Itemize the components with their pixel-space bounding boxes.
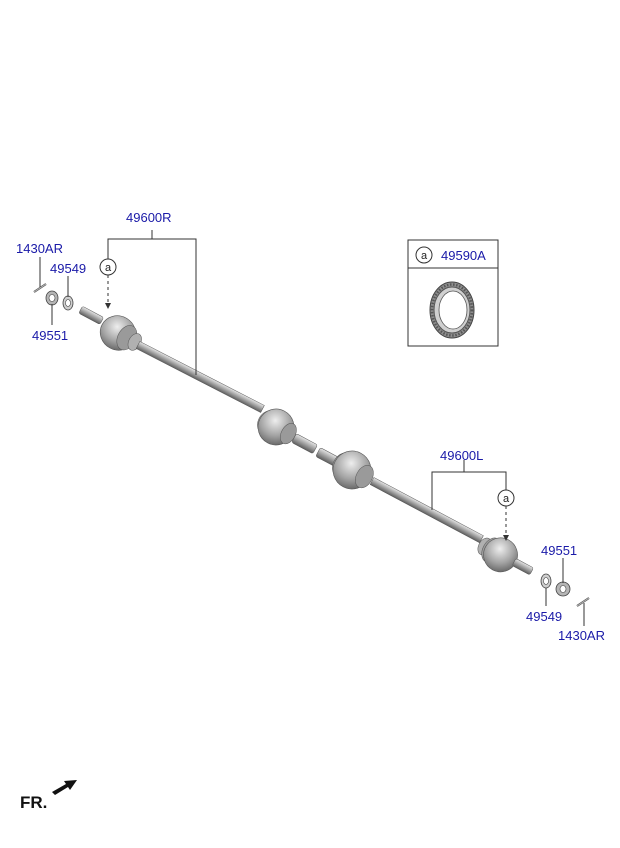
label-49549-left[interactable]: 49549 [50, 261, 86, 276]
castle-nut-left[interactable] [45, 290, 59, 306]
label-49600R[interactable]: 49600R [126, 210, 172, 225]
front-arrow-icon [52, 780, 77, 795]
label-1430AR-left[interactable]: 1430AR [16, 241, 63, 256]
arrow-a-right [105, 303, 111, 309]
svg-text:a: a [421, 250, 428, 262]
front-direction-indicator: FR. [20, 780, 77, 812]
cotter-pin-right[interactable] [576, 597, 590, 607]
label-49590A[interactable]: 49590A [441, 248, 486, 263]
label-49551-left[interactable]: 49551 [32, 328, 68, 343]
castle-nut-right[interactable] [555, 581, 571, 597]
tone-wheel-ring[interactable] [429, 281, 475, 339]
svg-text:a: a [105, 262, 112, 274]
callout-circle-a-right: a [99, 258, 117, 276]
cotter-pin-left[interactable] [33, 283, 47, 293]
label-1430AR-right[interactable]: 1430AR [558, 628, 605, 643]
label-49549-right[interactable]: 49549 [526, 609, 562, 624]
washer-right[interactable] [540, 573, 552, 589]
drive-shaft-left[interactable] [316, 444, 534, 578]
callout-circle-a-inset: a [415, 246, 433, 264]
fr-label: FR. [20, 793, 47, 812]
label-49551-right[interactable]: 49551 [541, 543, 577, 558]
label-49600L[interactable]: 49600L [440, 448, 483, 463]
washer-left[interactable] [62, 295, 74, 311]
tone-wheel-inset: a [407, 239, 499, 347]
svg-text:a: a [503, 493, 510, 505]
leader-49600L [431, 471, 507, 510]
arrow-a-left [503, 535, 509, 541]
drive-shaft-right[interactable] [79, 306, 318, 454]
callout-circle-a-left: a [497, 489, 515, 507]
